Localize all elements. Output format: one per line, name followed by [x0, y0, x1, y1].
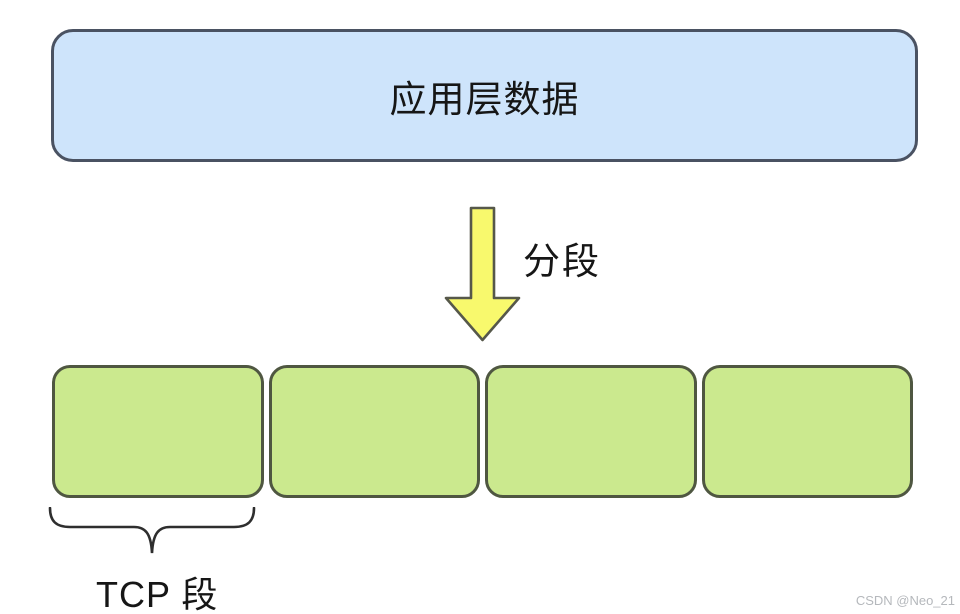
down-arrow-icon	[444, 206, 521, 342]
segments-row	[52, 365, 913, 498]
curly-brace-icon	[48, 507, 256, 554]
tcp-segment-box	[52, 365, 264, 498]
segmentation-label: 分段	[523, 241, 601, 282]
tcp-segment-box	[701, 365, 913, 498]
tcp-segment-box	[485, 365, 697, 498]
tcp-segment-label: TCP 段	[96, 574, 219, 614]
application-data-box: 应用层数据	[51, 29, 918, 162]
application-data-label: 应用层数据	[389, 78, 580, 120]
watermark: CSDN @Neo_21	[855, 593, 955, 608]
tcp-segment-box	[268, 365, 480, 498]
